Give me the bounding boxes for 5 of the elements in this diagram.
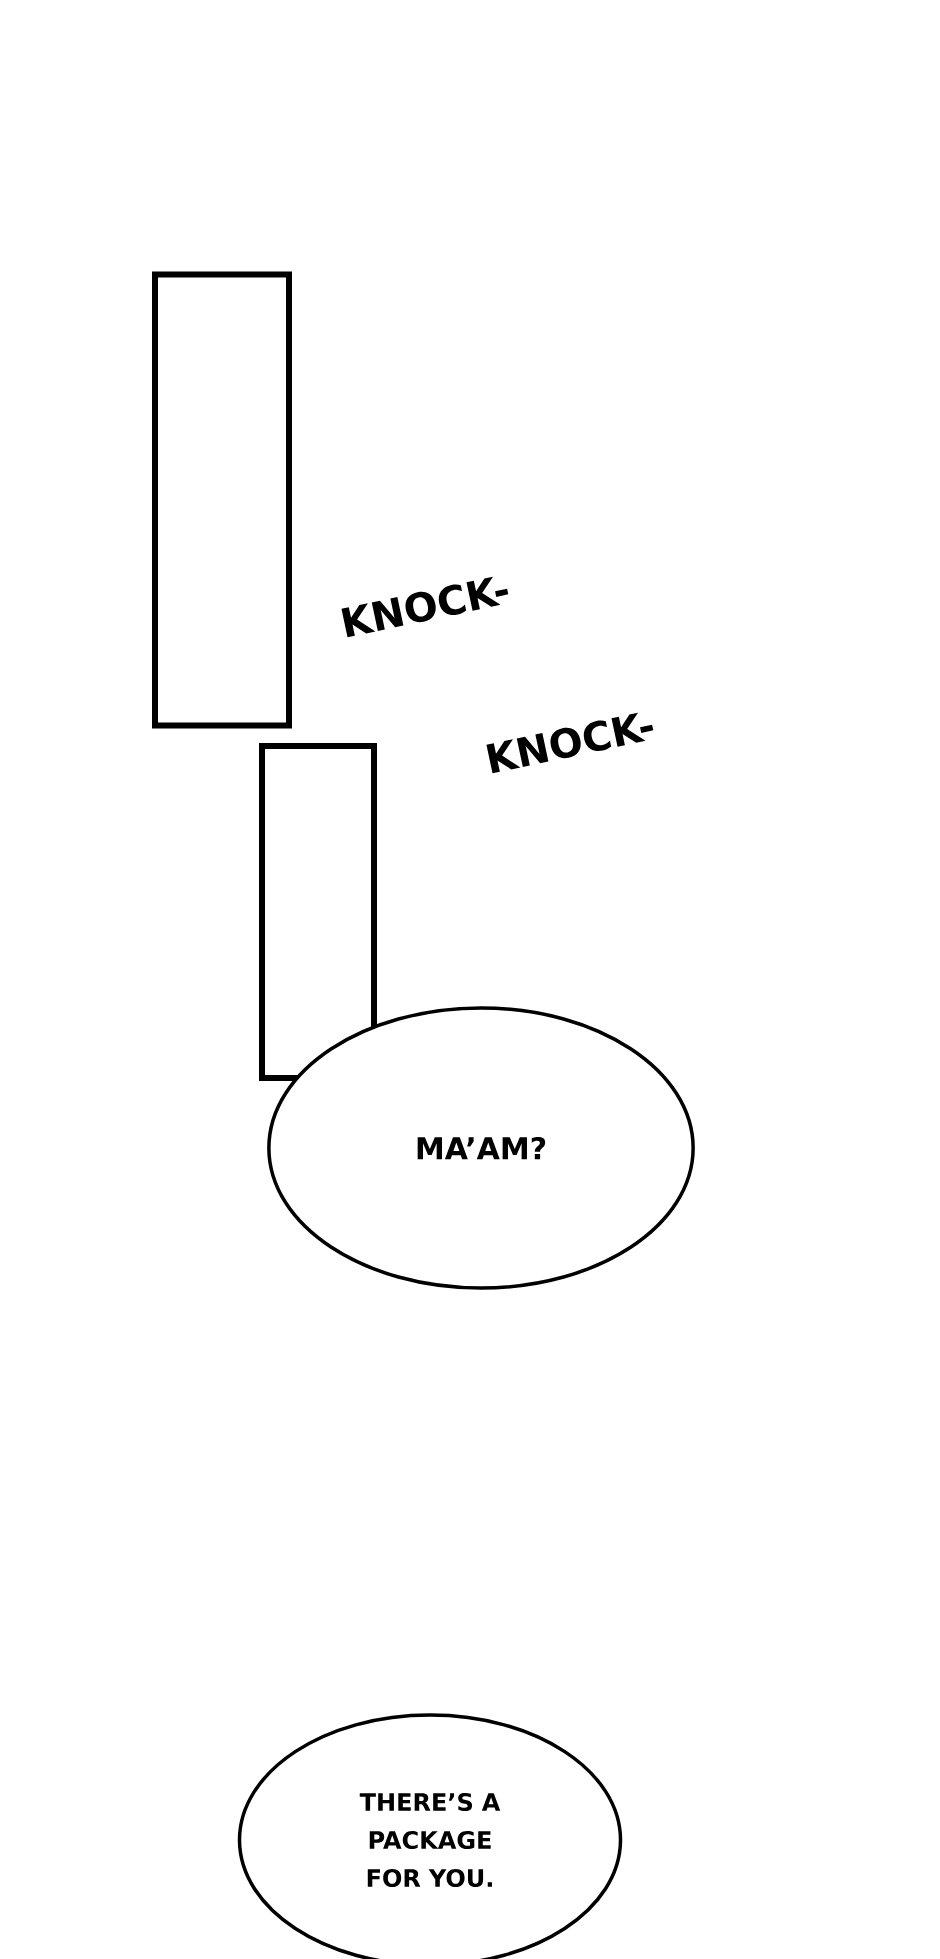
- speech-bubble: THERE’S A PACKAGE FOR YOU.: [237, 1713, 623, 1959]
- panel-frame: [152, 271, 292, 729]
- sound-effect: KNOCK-: [486, 712, 654, 774]
- sound-effect: KNOCK-: [341, 576, 509, 638]
- speech-bubble: MA’AM?: [267, 1006, 695, 1290]
